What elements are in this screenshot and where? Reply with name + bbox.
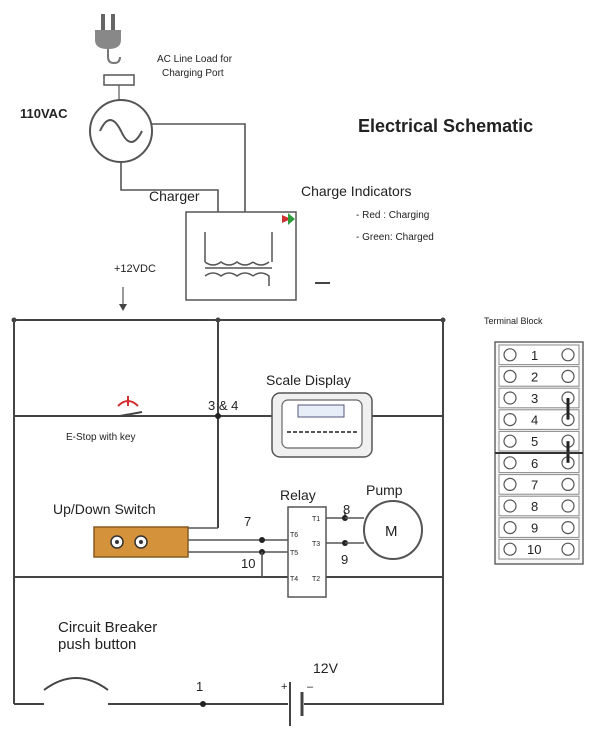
terminal-number: 1	[531, 348, 538, 363]
terminal-number: 8	[531, 499, 538, 514]
relay-pin-t3: T3	[312, 541, 320, 548]
terminal-block-title: Terminal Block	[484, 316, 543, 326]
ac-line-label-line2: Charging Port	[162, 68, 224, 79]
charge-indicator-red: - Red : Charging	[356, 210, 429, 221]
breaker-label-line1: Circuit Breaker	[58, 619, 157, 636]
terminal-screw-icon	[561, 348, 575, 362]
terminal-row: 3	[498, 387, 580, 409]
voltage-ac-label: 110VAC	[20, 106, 68, 121]
terminal-row: 2	[498, 366, 580, 387]
relay-label: Relay	[280, 487, 316, 503]
e-stop-icon	[117, 396, 143, 417]
terminal-number: 7	[531, 477, 538, 492]
wire-number-8: 8	[343, 502, 350, 517]
charge-indicator-green: - Green: Charged	[356, 232, 434, 243]
terminal-row: 1	[498, 344, 580, 366]
breaker-label-line2: push button	[58, 636, 136, 653]
terminal-number: 3	[531, 391, 538, 406]
terminal-screw-icon	[503, 434, 517, 448]
battery-plus: +	[281, 681, 287, 693]
charger-box	[185, 211, 297, 301]
terminal-screw-icon	[503, 520, 517, 535]
terminal-screw-icon	[503, 456, 517, 470]
junction-34-dot	[215, 413, 221, 419]
relay-box	[287, 506, 327, 598]
scale-display-label: Scale Display	[266, 372, 351, 388]
plug-socket	[103, 74, 135, 86]
junction-34-label: 3 & 4	[208, 398, 238, 413]
charger-label: Charger	[149, 188, 200, 204]
terminal-screw-icon	[503, 477, 517, 491]
ac-line-label-line1: AC Line Load for	[157, 54, 233, 65]
updown-switch-label: Up/Down Switch	[53, 501, 156, 517]
terminal-number: 9	[531, 521, 538, 536]
terminal-row: 8	[498, 495, 580, 517]
relay-pin-t1: T1	[312, 516, 320, 523]
transformer-icon	[204, 232, 273, 286]
led-red-icon	[282, 215, 291, 223]
terminal-number: 10	[527, 542, 541, 557]
terminal-screw-icon	[561, 369, 575, 383]
terminal-row: 9	[498, 517, 580, 538]
charge-indicators-title: Charge Indicators	[301, 183, 412, 199]
diagram-title: Electrical Schematic	[358, 116, 533, 136]
relay-pin-t2: T2	[312, 576, 320, 583]
battery-minus: –	[307, 681, 314, 693]
push-button-icon	[43, 677, 109, 691]
ac-plug-icon	[95, 14, 121, 65]
motor-label: M	[385, 523, 398, 540]
terminal-screw-icon	[503, 369, 517, 383]
terminal-screw-icon	[503, 348, 517, 362]
terminal-screw-icon	[503, 413, 517, 427]
wire-number-1: 1	[196, 679, 203, 694]
terminal-screw-icon	[503, 542, 517, 556]
terminal-row: 4	[498, 409, 580, 430]
relay-pin-t6: T6	[290, 532, 298, 539]
relay-pin-t5: T5	[290, 550, 298, 557]
arrow-down-icon	[119, 304, 127, 311]
battery-label: 12V	[313, 660, 339, 676]
terminal-row: 5	[498, 430, 580, 452]
terminal-screw-icon	[561, 542, 575, 556]
relay-pin-t4: T4	[290, 576, 298, 583]
led-green-icon	[288, 213, 295, 225]
pump-label: Pump	[366, 482, 403, 498]
dc-voltage-label: +12VDC	[114, 263, 156, 275]
terminal-row: 6	[498, 452, 580, 474]
terminal-screw-icon	[503, 499, 517, 513]
terminal-number: 4	[531, 413, 538, 428]
wire-number-10: 10	[241, 556, 255, 571]
terminal-screw-icon	[503, 391, 517, 405]
e-stop-label: E-Stop with key	[66, 432, 135, 443]
terminal-number: 6	[531, 456, 538, 471]
terminal-number: 2	[531, 369, 538, 384]
terminal-screw-icon	[561, 499, 575, 513]
pump-motor-icon	[363, 500, 423, 560]
scale-readout-icon	[297, 404, 345, 418]
terminal-number: 5	[531, 434, 538, 449]
wire-number-7: 7	[244, 514, 251, 529]
terminal-screw-icon	[561, 477, 575, 491]
battery-icon	[289, 682, 304, 726]
wire-number-9: 9	[341, 552, 348, 567]
terminal-row: 10	[498, 538, 580, 560]
terminal-screw-icon	[561, 520, 575, 535]
terminal-row: 7	[498, 474, 580, 495]
terminal-block-rows: 1 2 3 4 5 6 7 8 9 10	[498, 344, 580, 560]
